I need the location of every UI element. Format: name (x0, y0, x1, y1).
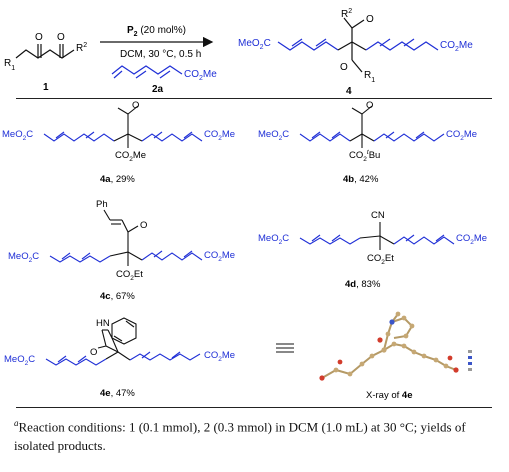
oxygen-label: O (340, 62, 348, 73)
compound-4a: MeO2C O CO2Me CO2Me 4a, 29% (2, 100, 235, 185)
ester-left-label: MeO2C (2, 129, 33, 142)
ester-right-label: CO2Me (440, 40, 473, 53)
substituent-label: CO2Me (115, 150, 146, 163)
compound-caption: 4b, 42% (343, 174, 379, 185)
reactant-1-label: 1 (43, 82, 49, 93)
ester-left-label: MeO2C (258, 233, 289, 246)
product-4 (277, 17, 439, 73)
xray-caption: X-ray of 4e (366, 390, 412, 401)
scheme-divider (16, 98, 492, 99)
reactant-2a (111, 65, 183, 79)
svg-text:O: O (366, 100, 373, 111)
compound-4b: MeO2C O CO2tBu CO2Me 4b, 42% (258, 100, 477, 185)
ester-left-label: MeO2C (258, 129, 289, 142)
ester-right-label: CO2Me (204, 350, 235, 363)
r2-label: R2 (76, 42, 87, 54)
reagent-label: P2 (20 mol%) (127, 25, 186, 38)
substituent-label: CN (371, 210, 385, 221)
substituent-label: HN (96, 318, 110, 329)
compound-caption: 4d, 83% (345, 279, 381, 290)
ester-left-label: MeO2C (238, 38, 271, 51)
footnote-text: Reaction conditions: 1 (0.1 mmol), 2 (0.… (14, 419, 466, 454)
footnote-divider (16, 407, 492, 408)
product-label: 4 (346, 86, 352, 97)
substituent-label: O (90, 347, 97, 358)
compound-4e: HN O MeO2C CO2Me 4e, 47% (4, 317, 235, 399)
xray-structure (319, 311, 472, 381)
ester-left-label: MeO2C (8, 251, 39, 264)
substituent-label: CO2Et (367, 253, 394, 266)
reactant-2a-label: 2a (152, 84, 164, 95)
oxygen-label: O (35, 32, 43, 43)
svg-text:O: O (132, 100, 139, 111)
ester-right-label: CO2Me (204, 129, 235, 142)
substituent-label: Ph (96, 199, 108, 210)
footnote: aReaction conditions: 1 (0.1 mmol), 2 (0… (14, 414, 500, 455)
ester-right-label: CO2Me (446, 129, 477, 142)
compound-caption: 4a, 29% (100, 174, 135, 185)
ester-right-label: CO2Me (204, 250, 235, 263)
r2-label: R2 (341, 8, 352, 20)
compound-4c: Ph MeO2C O CO2Et CO2Me 4c, 67% (8, 199, 235, 302)
reactant-1 (15, 44, 75, 59)
oxygen-label: O (57, 32, 65, 43)
compound-caption: 4c, 67% (100, 291, 135, 302)
compound-4d: CN MeO2C CO2Et CO2Me 4d, 83% (258, 210, 487, 290)
conditions-label: DCM, 30 °C, 0.5 h (120, 49, 201, 60)
compound-caption: 4e, 47% (100, 388, 135, 399)
equivalent-sign (276, 343, 294, 353)
substituent-label: CO2Et (116, 269, 143, 282)
substituent-label: CO2tBu (349, 149, 380, 163)
ester-left-label: MeO2C (4, 354, 35, 367)
ester-right-label: CO2Me (456, 233, 487, 246)
ester-right-label: CO2Me (184, 69, 217, 82)
oxygen-label: O (366, 14, 374, 25)
r1-label: R1 (4, 58, 15, 72)
svg-text:O: O (140, 220, 147, 231)
reaction-scheme: O O R1 R2 1 P2 (20 mol%) DCM, 30 °C, 0.5… (2, 8, 487, 401)
footnote-marker: a (14, 418, 19, 428)
r1-label: R1 (364, 70, 375, 84)
